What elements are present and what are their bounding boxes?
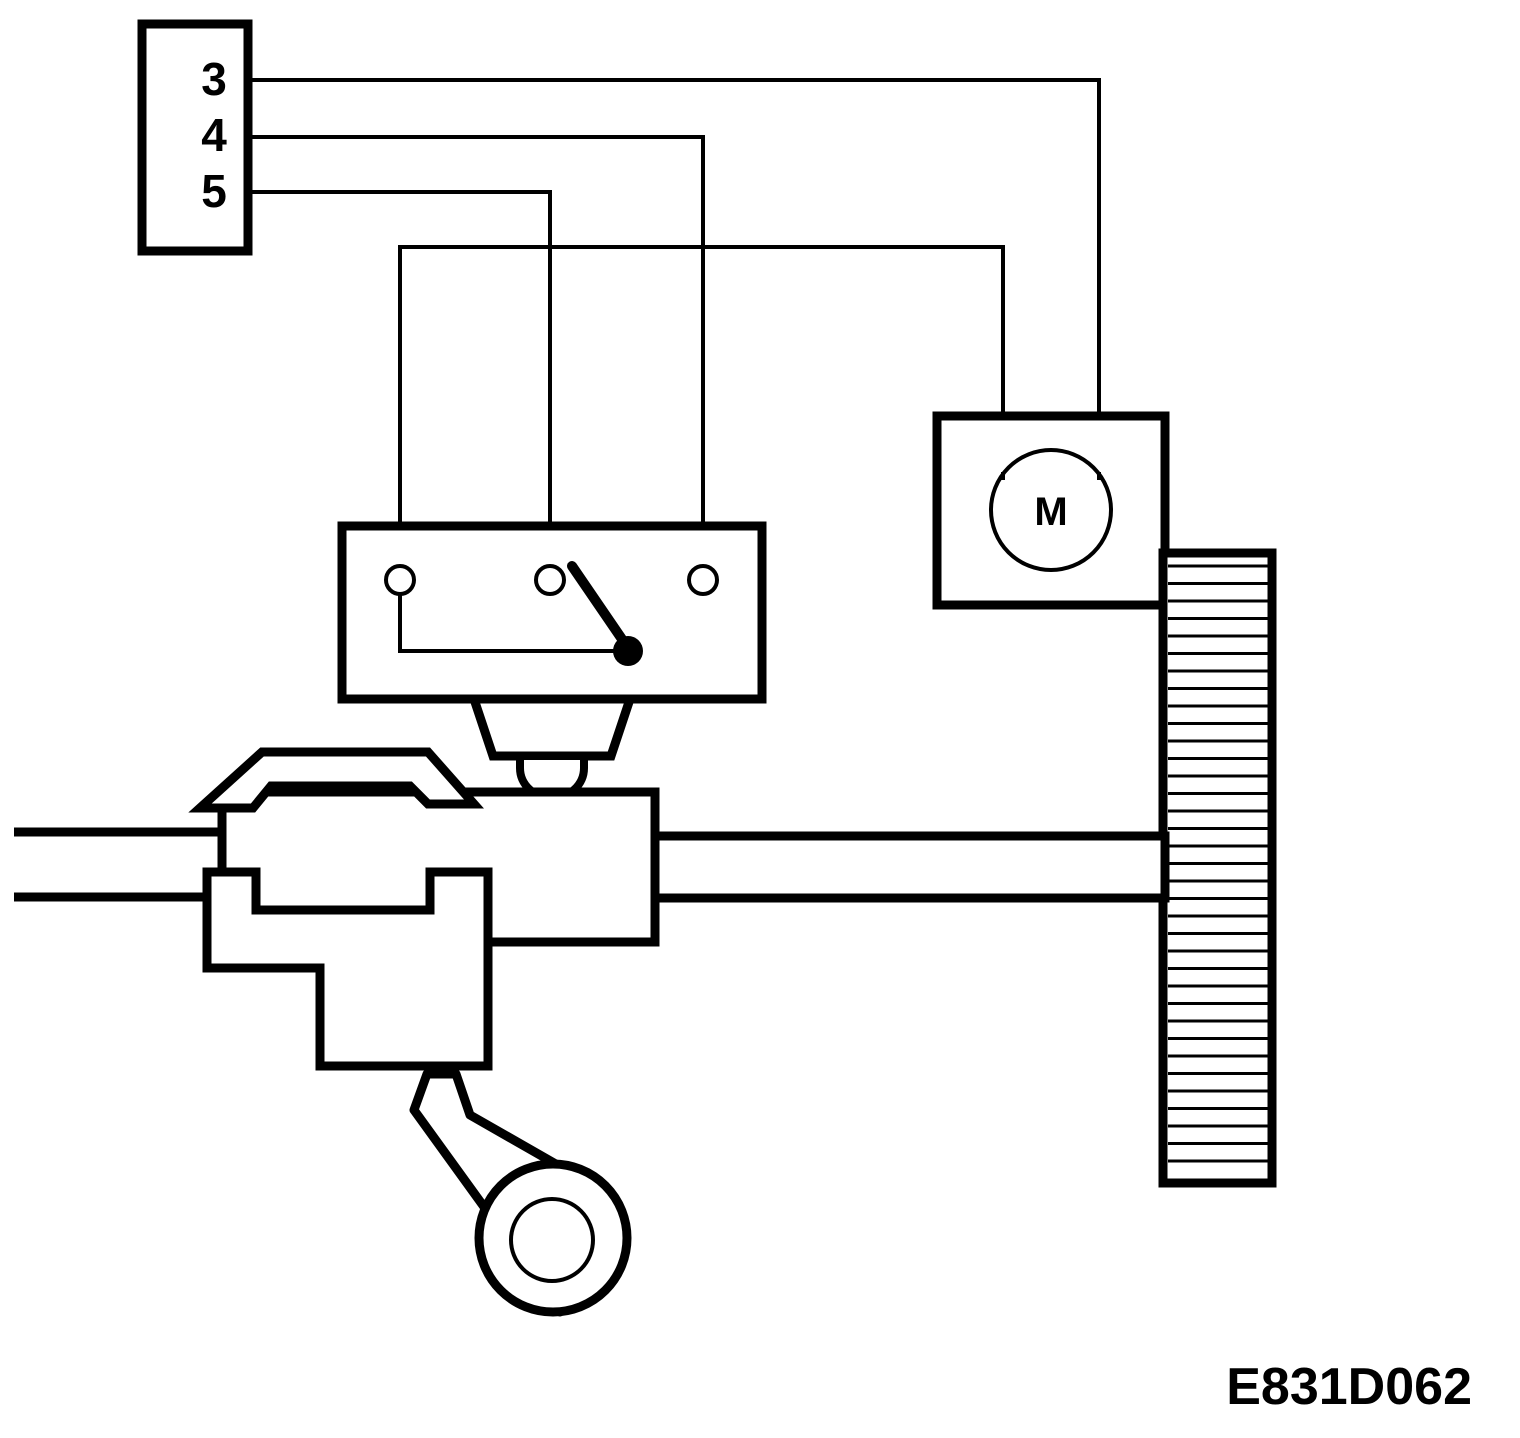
connector-pin-3-label: 3	[201, 53, 227, 105]
micro-switch	[337, 521, 767, 802]
switch-terminal-left	[384, 564, 416, 596]
slide-cap	[188, 747, 484, 813]
slide-body	[188, 747, 660, 1071]
motor-unit: M	[932, 411, 1170, 610]
connector-pin-5-label: 5	[201, 165, 227, 217]
wire-pin-4-to-switch-right	[250, 135, 705, 570]
switch-contact-lever	[567, 561, 631, 650]
wire-pin-3-to-motor	[250, 78, 1101, 472]
cam-wheel-hub	[509, 1197, 595, 1283]
wire-pin-5-to-switch-center	[250, 190, 552, 570]
wiring	[250, 78, 1101, 570]
switch-terminal-center	[534, 564, 566, 596]
drive-shaft	[650, 831, 1170, 903]
motor-symbol	[989, 448, 1113, 572]
gear-teeth	[1168, 564, 1268, 1163]
switch-pivot	[613, 636, 643, 666]
switch-terminal-right	[687, 564, 719, 596]
wire-switch-left-to-motor	[398, 245, 1005, 570]
input-cables	[14, 827, 222, 902]
slide-lower-block	[202, 867, 493, 1071]
gear-wheel	[1158, 548, 1277, 1188]
cam-lever	[409, 1069, 632, 1317]
switch-actuator-housing	[467, 694, 637, 761]
connector-block: 3 4 5	[137, 19, 253, 256]
figure-id: E831D062	[1226, 1358, 1472, 1416]
switch-internal-wire	[398, 594, 628, 653]
motor-label: M	[1034, 490, 1067, 534]
connector-pin-4-label: 4	[201, 109, 227, 161]
